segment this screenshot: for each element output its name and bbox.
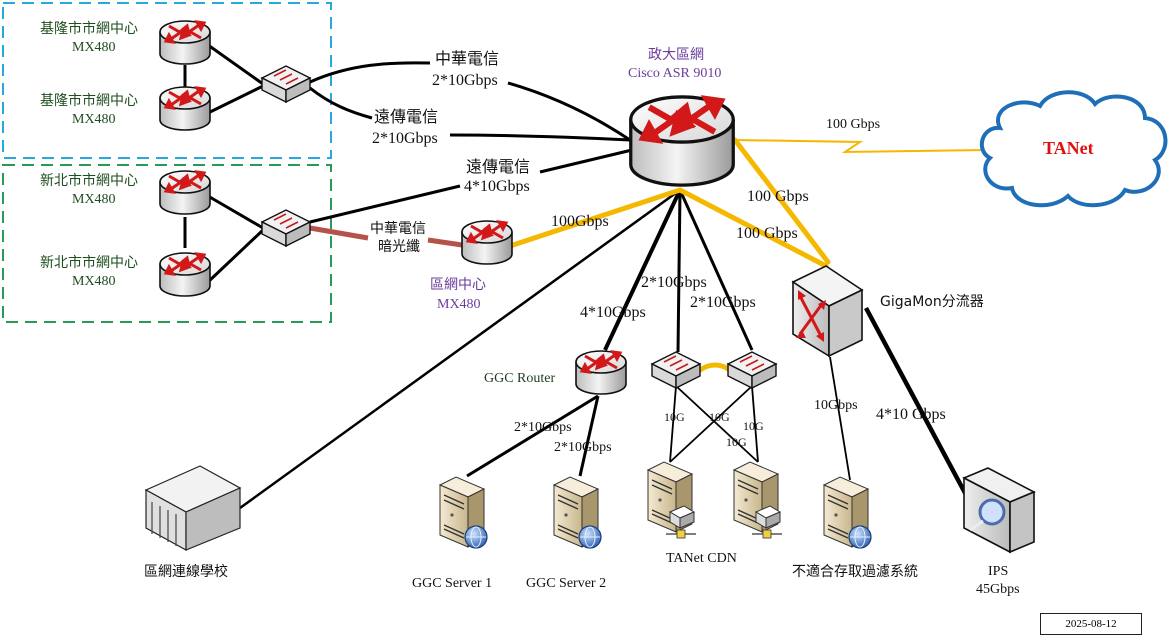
link-newtaipei2-switch (206, 228, 265, 284)
link-ggc-s1 (466, 394, 599, 478)
ggc-router-label: GGC Router (484, 371, 556, 386)
regional-core-speed: 100Gbps (551, 213, 609, 230)
link-core-schools (239, 188, 681, 510)
link-core-gigamon-2 (677, 187, 829, 269)
switch-keelung[interactable] (261, 65, 311, 103)
cdn-server-1-icon[interactable] (647, 461, 697, 539)
schools-label: 區網連線學校 (144, 564, 228, 580)
newtaipei-2-label: 新北市市網中心 (40, 255, 138, 271)
router-newtaipei-1[interactable] (158, 169, 212, 216)
filter-server-icon[interactable] (823, 476, 872, 549)
switch-newtaipei[interactable] (261, 209, 311, 247)
darkfiber-type: 暗光纖 (378, 239, 420, 255)
link-core-ggc (603, 189, 682, 351)
router-newtaipei-2[interactable] (158, 251, 212, 298)
keelung-region-border (2, 2, 332, 159)
ggc-server-2-label: GGC Server 2 (526, 576, 607, 591)
keelung-1-label: 基隆市市網中心 (40, 21, 138, 37)
keelung-2-label: 基隆市市網中心 (40, 93, 138, 109)
link-gigamon-ips (864, 306, 974, 508)
core-gigamon-1-speed: 100 Gbps (747, 188, 809, 205)
switch-cdn-2[interactable] (727, 351, 777, 389)
link-gigamon-filter (829, 356, 851, 481)
link-fet-newtaipei-b (539, 148, 633, 174)
cdn-link-4-speed: 10G (726, 435, 747, 449)
filter-system-label: 不適合存取過濾系統 (792, 564, 918, 580)
link-cdn-d (751, 385, 759, 463)
ggc-server-2-icon[interactable] (553, 476, 602, 549)
link-darkfiber-a (309, 225, 369, 241)
link-keelung2-switch (207, 84, 264, 115)
ggc-s2-speed: 2*10Gbps (554, 440, 612, 455)
core-gigamon-2-speed: 100 Gbps (736, 225, 798, 242)
core-model: Cisco ASR 9010 (628, 66, 722, 81)
core-tanet-speed: 100 Gbps (826, 117, 881, 132)
regional-center-model: MX480 (437, 297, 481, 312)
link-keelung1-switch (207, 43, 264, 86)
tanet-cdn-label: TANet CDN (666, 551, 737, 566)
newtaipei-2-model: MX480 (72, 274, 116, 289)
link-ggc-s2 (578, 395, 600, 477)
cdn-link-2-speed: 10G (709, 410, 730, 424)
link-cdn-c (669, 385, 753, 463)
newtaipei-1-model: MX480 (72, 192, 116, 207)
link-newtaipei1-switch (207, 194, 264, 230)
cdn-link-1-speed: 10G (664, 410, 685, 424)
tanet-label: TANet (1043, 138, 1094, 158)
regional-center-label: 區網中心 (430, 277, 486, 293)
school-building-icon[interactable] (144, 465, 242, 552)
router-keelung-2[interactable] (158, 85, 212, 132)
date-stamp: 2025-08-12 (1040, 613, 1142, 635)
keelung-2-model: MX480 (72, 112, 116, 127)
fet-newtaipei-speed: 4*10Gbps (464, 178, 530, 195)
ggc-s1-speed: 2*10Gbps (514, 420, 572, 435)
core-label: 政大區網 (648, 47, 704, 63)
gigamon-label: GigaMon分流器 (880, 294, 984, 310)
ggc-server-1-icon[interactable] (439, 476, 488, 549)
link-fet-keelung (309, 86, 373, 120)
gigamon-device[interactable] (791, 265, 864, 358)
fet-keelung-speed: 2*10Gbps (372, 130, 438, 147)
link-core-cdnsw1 (676, 189, 682, 353)
link-darkfiber-b (427, 237, 463, 248)
cdn-server-2-icon[interactable] (733, 461, 783, 539)
switch-cdn-1[interactable] (651, 351, 701, 389)
link-cht-keelung (309, 61, 431, 84)
keelung-1-model: MX480 (72, 40, 116, 55)
ips-device[interactable] (962, 467, 1036, 554)
tanet-cloud[interactable] (979, 90, 1168, 208)
newtaipei-1-label: 新北市市網中心 (40, 173, 138, 189)
magnifier-icon (978, 498, 1006, 526)
core-ggc-speed: 4*10Gbps (580, 304, 646, 321)
link-fet-keelung-b (449, 133, 631, 142)
router-core[interactable] (631, 97, 734, 185)
router-keelung-1[interactable] (158, 19, 212, 66)
cht-keelung-speed: 2*10Gbps (432, 72, 498, 89)
fet-newtaipei-carrier: 遠傳電信 (466, 157, 531, 176)
gigamon-filter-speed: 10Gbps (814, 398, 858, 413)
cdn-link-3-speed: 10G (743, 419, 764, 433)
link-fet-newtaipei (309, 184, 461, 224)
core-cdnsw2-speed: 2*10Gbps (690, 294, 756, 311)
darkfiber-carrier: 中華電信 (370, 221, 426, 237)
link-cdnsw-ring (697, 362, 733, 373)
core-cdnsw1-speed: 2*10Gbps (641, 274, 707, 291)
link-core-gigamon-1 (732, 137, 831, 265)
router-ggc[interactable] (574, 349, 628, 396)
ips-capacity: 45Gbps (976, 582, 1020, 597)
link-cdn-a (669, 385, 677, 463)
fet-keelung-carrier: 遠傳電信 (374, 107, 439, 126)
router-regional-center[interactable] (460, 219, 514, 266)
link-core-tanet (734, 139, 986, 154)
ips-label: IPS (988, 564, 1009, 579)
link-core-cdnsw2 (678, 189, 754, 351)
cht-keelung-carrier: 中華電信 (435, 49, 500, 68)
gigamon-ips-speed: 4*10 Gbps (876, 406, 946, 423)
newtaipei-region-border (2, 164, 332, 323)
link-regional-core (507, 187, 683, 249)
link-cdn-b (675, 385, 759, 463)
ggc-server-1-label: GGC Server 1 (412, 576, 493, 591)
link-cht-keelung-b (507, 81, 631, 142)
